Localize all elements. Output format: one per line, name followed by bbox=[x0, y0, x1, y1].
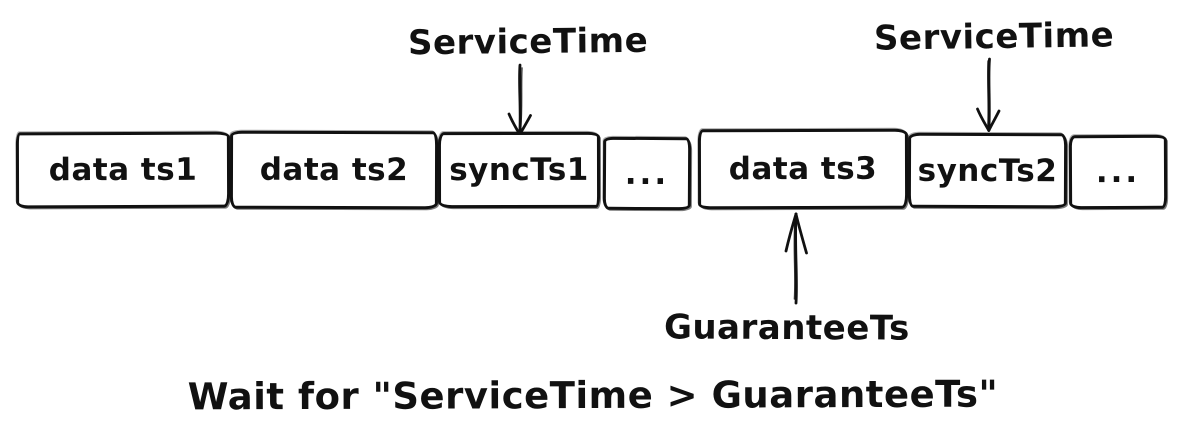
stream-box-label: syncTs1 bbox=[449, 151, 589, 189]
caption-text: Wait for "ServiceTime > GuaranteeTs" bbox=[187, 372, 999, 419]
stream-box-label: syncTs2 bbox=[917, 152, 1058, 189]
stream-box-data-ts3: data ts3 bbox=[697, 128, 909, 210]
service-time-label-left: ServiceTime bbox=[407, 20, 649, 64]
arrow-up-icon bbox=[784, 212, 808, 305]
arrow-down-icon bbox=[976, 57, 1001, 132]
stream-box-label: data ts3 bbox=[728, 150, 878, 188]
stream-box-label: data ts1 bbox=[48, 151, 198, 189]
stream-box-sync-ts1: syncTs1 bbox=[437, 131, 601, 209]
service-time-label-right: ServiceTime bbox=[873, 15, 1115, 59]
arrow-down-icon bbox=[507, 63, 532, 136]
stream-box-label: ... bbox=[1095, 153, 1141, 191]
guarantee-ts-label: GuaranteeTs bbox=[663, 307, 910, 349]
stream-box-ellipsis-1: ... bbox=[602, 136, 692, 211]
stream-box-ellipsis-2: ... bbox=[1068, 134, 1168, 210]
stream-box-data-ts1: data ts1 bbox=[15, 131, 231, 209]
stream-box-label: ... bbox=[624, 155, 670, 192]
stream-box-label: data ts2 bbox=[259, 151, 409, 189]
stream-box-data-ts2: data ts2 bbox=[229, 130, 439, 210]
stream-box-sync-ts2: syncTs2 bbox=[907, 132, 1068, 209]
